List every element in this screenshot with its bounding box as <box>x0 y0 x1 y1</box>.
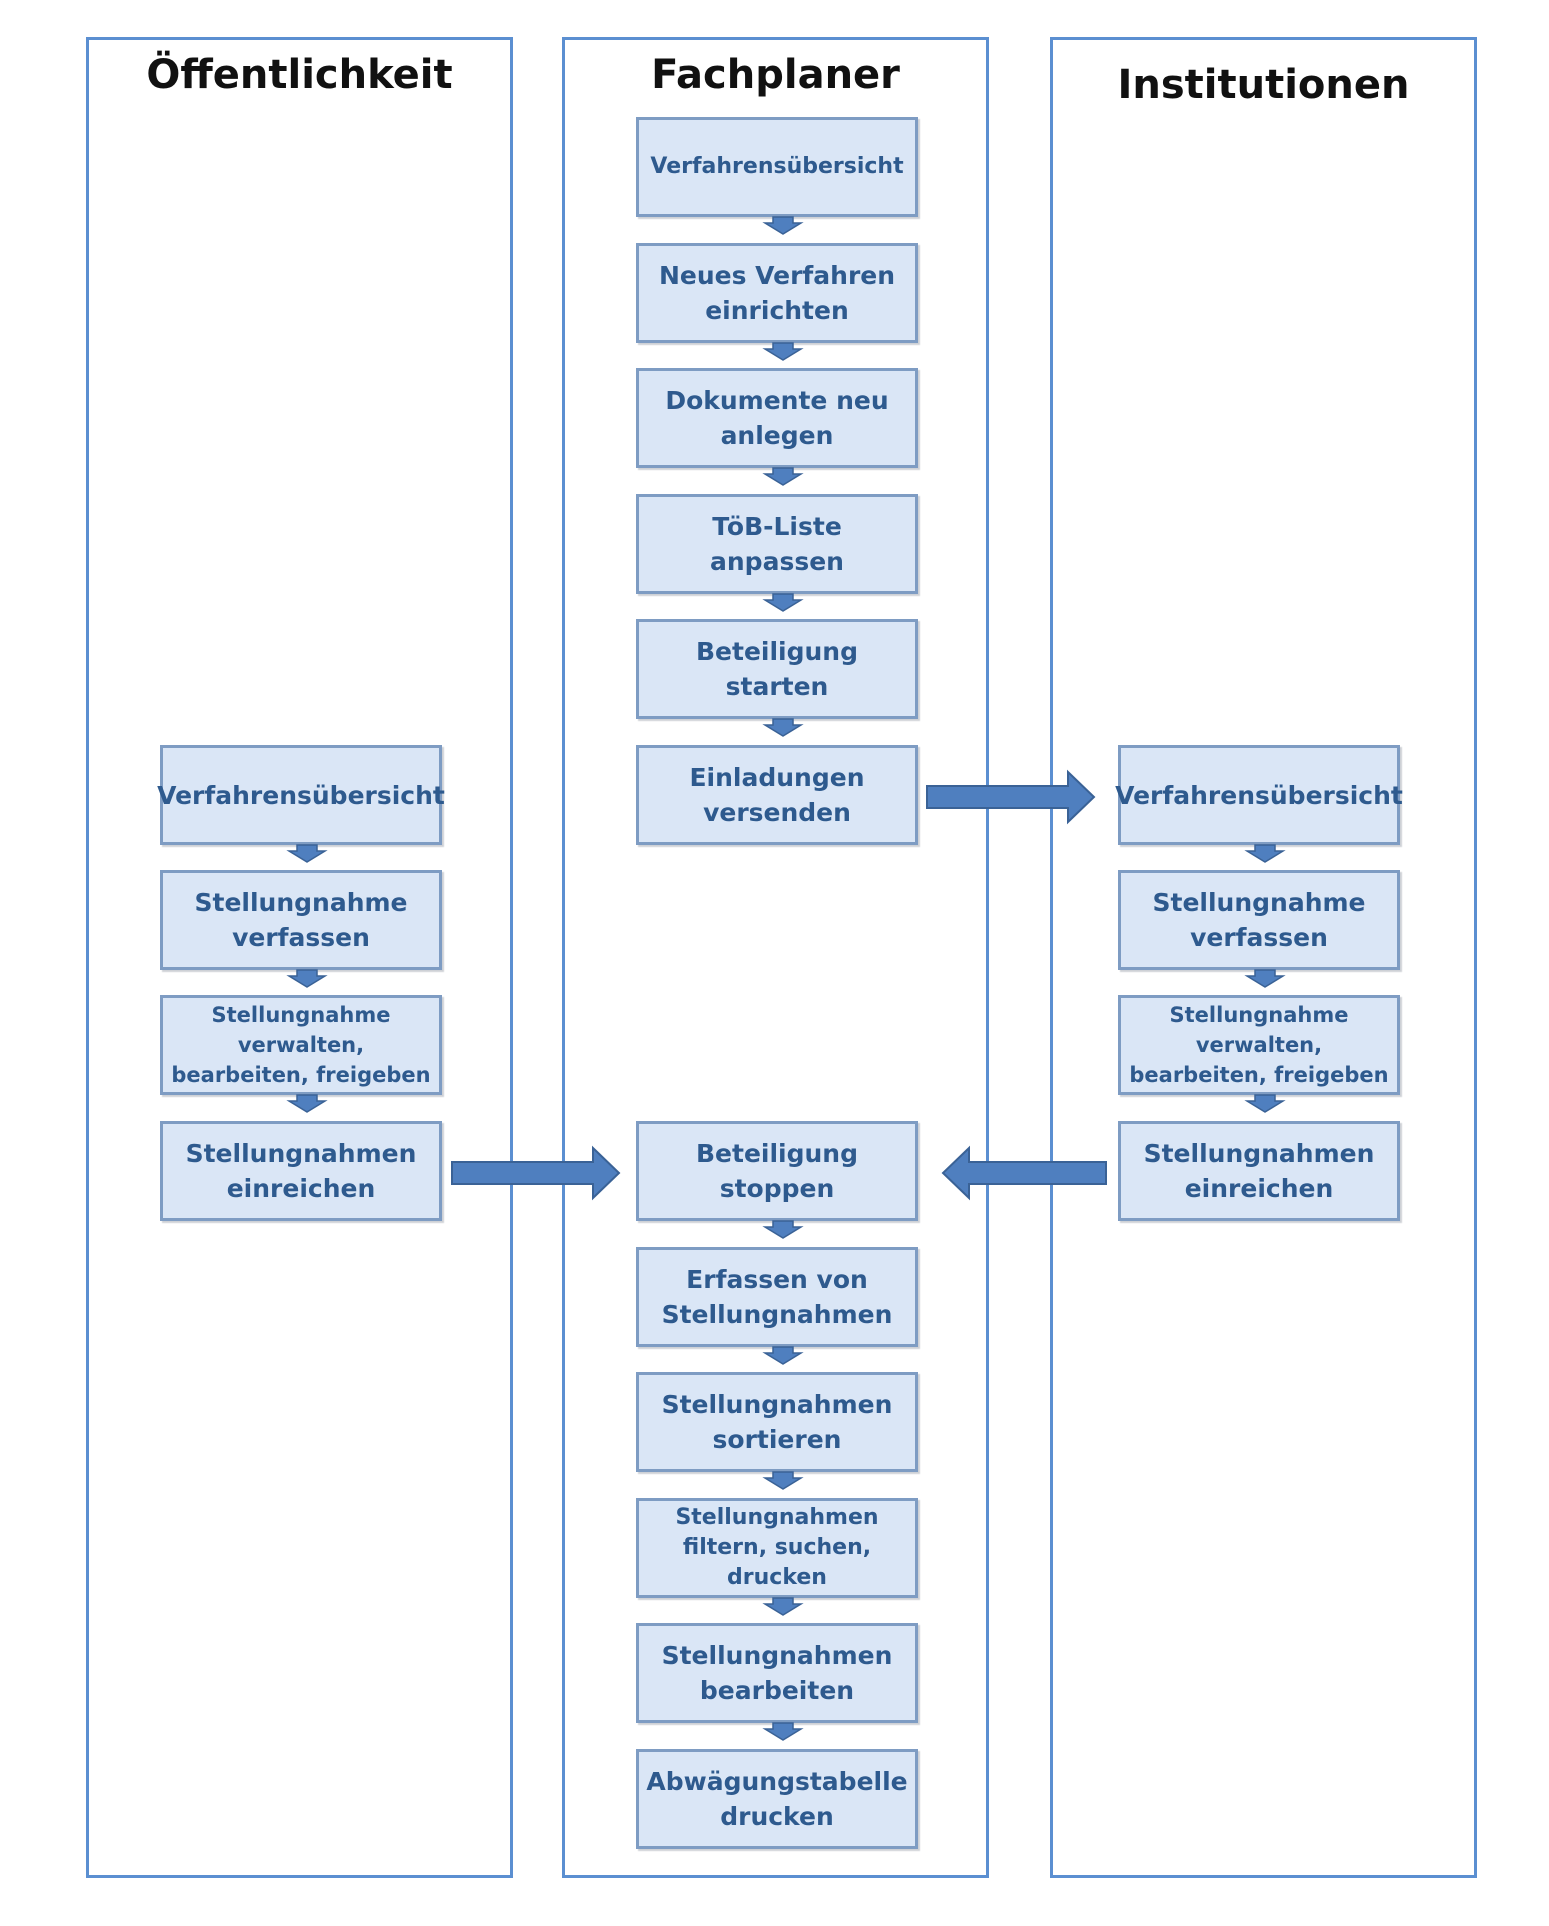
lane-title-planner: Fachplaner <box>651 52 900 98</box>
institution-step-write-statement: Stellungnahme verfassen <box>1118 870 1400 970</box>
public-step-manage-statement: Stellungnahme verwalten, bearbeiten, fre… <box>160 995 442 1095</box>
public-step-overview: Verfahrensübersicht <box>157 745 445 845</box>
planner-step-overview: Verfahrensübersicht <box>636 117 918 217</box>
planner-step-capture-statements: Erfassen von Stellungnahmen <box>636 1247 918 1347</box>
planner-step-print-table: Abwägungstabelle drucken <box>636 1749 918 1849</box>
public-step-write-statement: Stellungnahme verfassen <box>160 870 442 970</box>
planner-step-toeb-list: TöB-Liste anpassen <box>636 494 918 594</box>
institution-step-submit-statements: Stellungnahmen einreichen <box>1118 1121 1400 1221</box>
planner-step-new-procedure: Neues Verfahren einrichten <box>636 243 918 343</box>
planner-step-stop-participation: Beteiligung stoppen <box>636 1121 918 1221</box>
planner-step-filter-statements: Stellungnahmen filtern, suchen, drucken <box>636 1498 918 1598</box>
planner-step-send-invitations: Einladungen versenden <box>636 745 918 845</box>
institution-step-manage-statement: Stellungnahme verwalten, bearbeiten, fre… <box>1118 995 1400 1095</box>
planner-step-sort-statements: Stellungnahmen sortieren <box>636 1372 918 1472</box>
lane-title-institutions: Institutionen <box>1117 62 1410 108</box>
lane-title-public: Öffentlichkeit <box>146 52 453 98</box>
planner-step-start-participation: Beteiligung starten <box>636 619 918 719</box>
institution-step-overview: Verfahrensübersicht <box>1115 745 1403 845</box>
planner-step-edit-statements: Stellungnahmen bearbeiten <box>636 1623 918 1723</box>
planner-step-new-documents: Dokumente neu anlegen <box>636 368 918 468</box>
public-step-submit-statements: Stellungnahmen einreichen <box>160 1121 442 1221</box>
